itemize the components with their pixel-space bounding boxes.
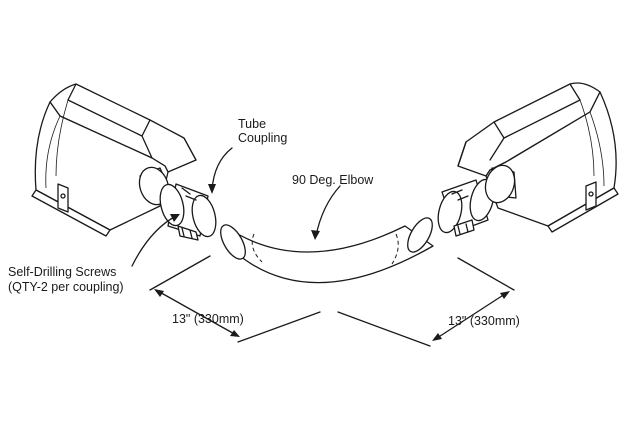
elbow-left-seam: [251, 233, 263, 263]
elbow-left-end: [220, 224, 246, 260]
tube-coupling-label-line2: Coupling: [238, 131, 287, 145]
dimension-left-line: [155, 289, 239, 337]
right-hood-body: [485, 91, 617, 227]
screws-leader: [131, 215, 177, 267]
elbow-label: 90 Deg. Elbow: [292, 173, 374, 187]
dimension-left: [149, 255, 321, 343]
tube-coupling-leader: [211, 147, 233, 191]
right-hood-outlet-opening: [484, 164, 516, 204]
dimension-left-label: 13" (330mm): [172, 312, 244, 326]
dimension-right-label: 13" (330mm): [448, 314, 520, 328]
elbow-right-end: [407, 217, 433, 253]
elbow-right-seam: [391, 233, 399, 265]
elbow-body: [224, 225, 434, 284]
screws-label-line1: Self-Drilling Screws: [8, 265, 116, 279]
dimension-right-line: [433, 291, 509, 341]
tube-coupling-label-line1: Tube: [238, 117, 266, 131]
screws-label-line2: (QTY-2 per coupling): [8, 280, 124, 294]
elbow: [220, 217, 434, 284]
left-tube-coupling: [159, 183, 217, 241]
dimension-right: [337, 257, 515, 347]
left-hood-flange: [31, 189, 111, 237]
elbow-leader: [315, 185, 341, 237]
left-hood: [31, 83, 197, 237]
right-hood: [457, 82, 619, 233]
callout-leaders: [131, 147, 341, 267]
